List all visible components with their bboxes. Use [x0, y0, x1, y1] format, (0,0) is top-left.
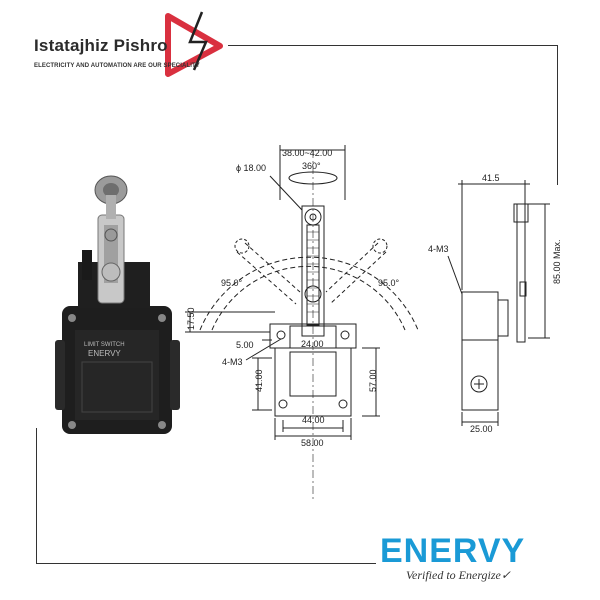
dim-width-58: 58.00	[301, 438, 324, 448]
dim-height-17-5: 17.50	[186, 307, 196, 330]
brand-name: Istatajhiz Pishro	[34, 36, 168, 55]
dim-24: 24.00	[301, 339, 324, 349]
dim-angle-left: 95.0°	[221, 278, 243, 288]
product-label-brand: ENERVY	[88, 349, 121, 358]
dim-height-41: 41.00	[254, 369, 264, 392]
enervy-logo-tagline: Verified to Energize✓	[406, 568, 511, 582]
dim-width-top: 38.00~42.00	[282, 148, 332, 158]
frame-line-top	[228, 45, 558, 46]
frame-line-right	[557, 45, 558, 185]
dim-side-85: 85.00 Max.	[552, 239, 562, 284]
dim-height-57: 57.00	[368, 369, 378, 392]
dim-gap-5: 5.00	[236, 340, 254, 350]
dim-side-25: 25.00	[470, 424, 493, 434]
dim-roller-dia: ϕ 18.00	[236, 163, 266, 173]
frame-line-bottom	[36, 563, 376, 564]
side-view	[447, 180, 550, 426]
play-lightning-icon	[165, 11, 223, 77]
product-label-model: LIMIT SWITCH	[84, 342, 125, 348]
brand-logo: Istatajhiz Pishro ELECTRICITY AND AUTOMA…	[30, 11, 230, 84]
enervy-logo: ENERVY Verified to Energize✓	[380, 532, 570, 590]
frame-line-left	[36, 428, 37, 563]
brand-tagline: ELECTRICITY AND AUTOMATION ARE OUR SPECI…	[34, 63, 200, 69]
dim-width-44: 44.00	[302, 415, 325, 425]
enervy-logo-name: ENERVY	[380, 532, 526, 570]
product-photo: ENERVY LIMIT SWITCH	[55, 175, 180, 434]
dim-angle-right: 95.0°	[378, 278, 400, 288]
dim-side-41-5: 41.5	[482, 173, 500, 183]
dim-rotation: 360°	[302, 161, 321, 171]
dim-side-thread: 4-M3	[428, 244, 449, 254]
dim-thread-front: 4-M3	[222, 357, 243, 367]
front-view	[185, 145, 419, 500]
